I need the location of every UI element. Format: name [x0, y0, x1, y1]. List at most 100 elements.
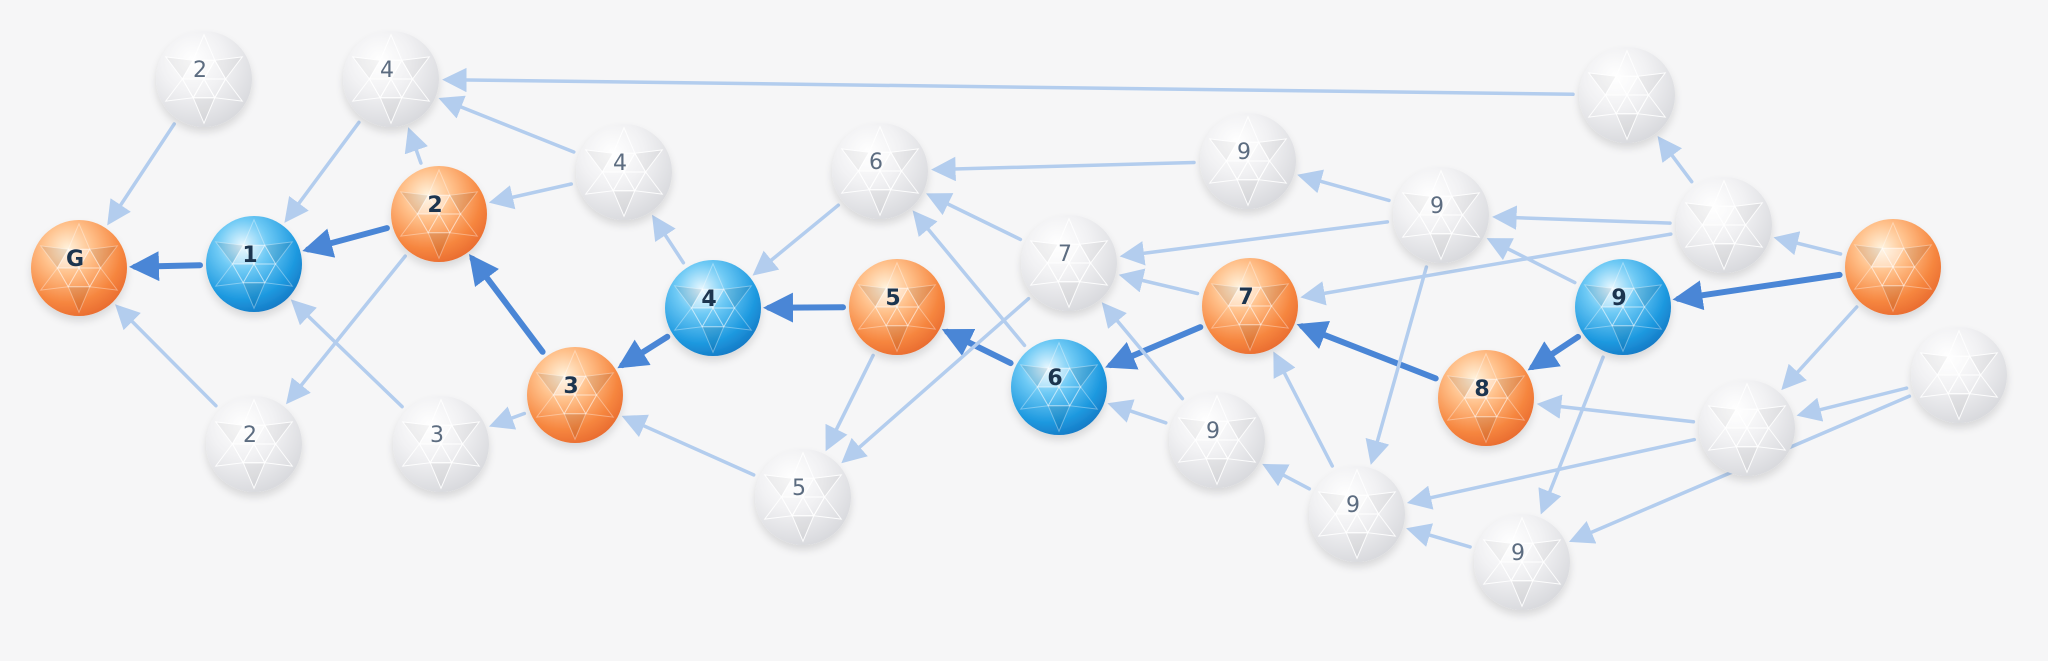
- node-gray-g2a: 2: [156, 31, 252, 127]
- node-label: 2: [193, 58, 207, 83]
- edge-arrow-o3-to-g3: [489, 406, 527, 430]
- node-label: 1: [242, 243, 257, 268]
- node-label: 4: [701, 287, 716, 312]
- edge-arrow-g3-to-b1: [290, 299, 404, 409]
- node-orange-o2: 2: [391, 166, 487, 262]
- node-facets: [1177, 394, 1257, 486]
- node-facets: [584, 126, 664, 218]
- edge-arrow-oS-to-gR2: [1781, 305, 1859, 391]
- node-facets: [763, 451, 843, 543]
- path-arrow-b1-to-G: [129, 251, 203, 282]
- node-facets: [1317, 468, 1397, 560]
- node-gray-gR1: [1676, 177, 1772, 273]
- node-label: 8: [1474, 377, 1489, 402]
- edge-arrow-gR1-to-o7: [1300, 232, 1673, 306]
- edge-arrow-gR2-to-o8: [1536, 394, 1696, 424]
- edge-arrow-g6-to-b4: [752, 203, 841, 276]
- edge-arrow-gR3-to-gR2: [1796, 386, 1909, 422]
- node-gray-g7: 7: [1021, 215, 1117, 311]
- edge-arrow-gR2-to-g9d: [1406, 437, 1697, 510]
- node-orange-o3: 3: [527, 347, 623, 443]
- node-label: 7: [1238, 285, 1253, 310]
- edge-arrow-gTR-to-g4a: [442, 67, 1575, 97]
- node-orange-o5: 5: [849, 259, 945, 355]
- path-arrow-o8-to-o7: [1296, 321, 1439, 382]
- edge-arrow-gR1-to-gTR: [1657, 135, 1694, 184]
- edge-arrow-g9b-to-g9a: [1297, 169, 1391, 203]
- edge-arrow-o2-to-g4a: [404, 127, 428, 165]
- node-gray-gR3: [1911, 327, 2007, 423]
- edge-arrow-g4b-to-g4a: [438, 95, 576, 154]
- node-label: 5: [792, 476, 806, 501]
- edge-arrow-b9-to-g9b: [1486, 238, 1577, 285]
- edge-arrow-g2a-to-G: [107, 122, 176, 226]
- node-facets: [1210, 260, 1290, 352]
- node-facets: [857, 261, 937, 353]
- edges-layer: [107, 67, 1912, 549]
- node-facets: [1019, 341, 1099, 433]
- node-facets: [214, 398, 294, 490]
- node-facets: [1029, 217, 1109, 309]
- edge-arrow-g4b-to-o2: [488, 182, 574, 210]
- edge-arrow-g9a-to-g6: [931, 156, 1196, 182]
- node-label: 9: [1206, 419, 1220, 444]
- edge-arrow-b4-to-g4b: [652, 214, 686, 265]
- node-label: 9: [1611, 286, 1626, 311]
- edge-arrow-g9b-to-g7: [1119, 220, 1390, 266]
- path-arrow-b4-to-o3: [617, 333, 671, 369]
- node-gray-g2b: 2: [206, 396, 302, 492]
- path-arrow-b9-to-o8: [1527, 333, 1581, 371]
- node-gray-g9b: 9: [1393, 167, 1489, 263]
- edge-arrow-g9c-to-b6: [1107, 399, 1168, 425]
- node-blue-b6: 6: [1011, 339, 1107, 435]
- node-blue-b9: 9: [1575, 259, 1671, 355]
- node-facets: [1482, 516, 1562, 608]
- edge-arrow-o7-to-g7: [1118, 268, 1200, 296]
- edge-arrow-o2-to-g2b: [286, 254, 407, 405]
- node-label: 7: [1058, 242, 1072, 267]
- edge-arrow-g4a-to-b1: [284, 120, 361, 223]
- edge-arrow-g9d-to-g9c: [1262, 463, 1312, 491]
- node-gray-gTR: [1579, 47, 1675, 143]
- node-gray-g9d: 9: [1309, 466, 1405, 562]
- path-arrow-oS-to-b9: [1672, 271, 1843, 311]
- node-facets: [399, 168, 479, 260]
- edge-arrow-g2b-to-G: [115, 304, 218, 408]
- node-label: 3: [563, 374, 578, 399]
- node-label: 3: [430, 423, 444, 448]
- node-orange-oS: [1845, 219, 1941, 315]
- node-label: 6: [1047, 366, 1062, 391]
- node-facets: [1583, 261, 1663, 353]
- node-orange-G: G: [31, 220, 127, 316]
- node-label: 9: [1511, 541, 1525, 566]
- node-label: 2: [243, 423, 257, 448]
- node-facets: [164, 33, 244, 125]
- node-facets: [673, 262, 753, 354]
- edge-arrow-g9e-to-g9d: [1406, 523, 1472, 549]
- edge-arrow-g9c-to-g7: [1101, 302, 1185, 401]
- node-gray-g9c: 9: [1169, 392, 1265, 488]
- node-gray-g9a: 9: [1200, 113, 1296, 209]
- node-label: G: [66, 247, 84, 272]
- path-arrow-b6-to-o5: [941, 328, 1014, 367]
- node-facets: [39, 222, 119, 314]
- node-blue-b4: 4: [665, 260, 761, 356]
- path-arrow-o2-to-b1: [302, 225, 390, 258]
- node-label: 5: [885, 286, 900, 311]
- node-label: 9: [1237, 140, 1251, 165]
- node-facets: [1707, 382, 1787, 474]
- node-orange-o7: 7: [1202, 258, 1298, 354]
- node-gray-g3: 3: [393, 396, 489, 492]
- node-orange-o8: 8: [1438, 350, 1534, 446]
- edge-arrow-b9-to-g9e: [1538, 355, 1605, 515]
- node-label: 2: [427, 193, 442, 218]
- edge-arrow-g7-to-g5: [841, 296, 1031, 464]
- node-facets: [1919, 329, 1999, 421]
- node-gray-g9e: 9: [1474, 514, 1570, 610]
- node-facets: [351, 33, 431, 125]
- node-facets: [1401, 169, 1481, 261]
- node-facets: [214, 218, 294, 310]
- node-facets: [840, 125, 920, 217]
